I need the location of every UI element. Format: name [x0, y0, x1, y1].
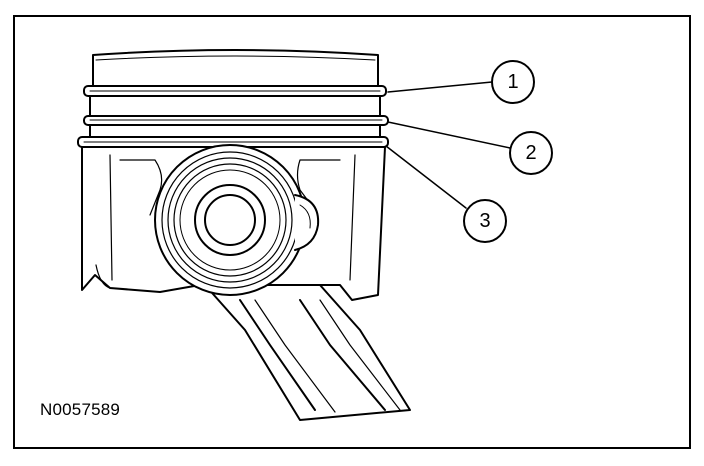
piston-ring-3 — [77, 136, 389, 148]
callout-3-label: 3 — [479, 210, 490, 232]
callout-1-label: 1 — [507, 71, 518, 93]
figure-id: N0057589 — [40, 400, 121, 419]
leader-line-2 — [387, 121, 511, 149]
leader-lines — [385, 81, 511, 209]
piston-pin — [194, 184, 266, 256]
piston-ring-land-2 — [89, 124, 381, 138]
piston-ring-1 — [83, 85, 387, 97]
piston-crown — [92, 49, 379, 87]
connecting-rod — [204, 284, 411, 421]
callout-1 — [491, 60, 535, 104]
piston-ring-land — [89, 95, 381, 117]
callout-2 — [509, 131, 553, 175]
leader-line-3 — [385, 145, 467, 209]
callout-3 — [463, 199, 507, 243]
piston-ring-2 — [83, 115, 389, 126]
leader-line-1 — [387, 81, 493, 93]
callout-2-label: 2 — [525, 142, 536, 164]
